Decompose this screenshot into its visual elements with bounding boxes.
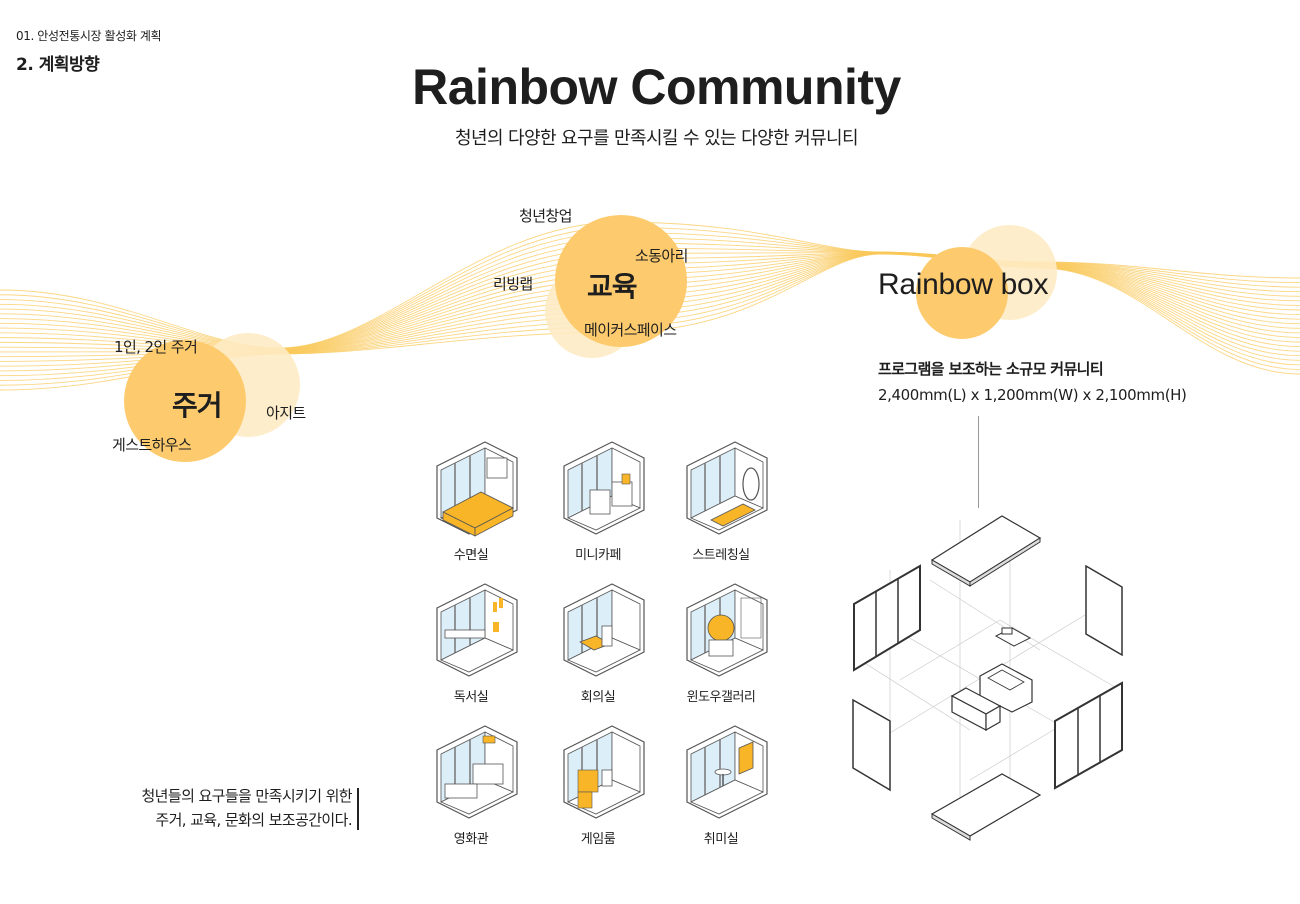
- armchair-seat: [987, 669, 1025, 691]
- room-label: 미니카페: [575, 548, 621, 563]
- guide-line: [899, 619, 1001, 681]
- room-item: 독서실: [416, 582, 526, 705]
- rainbow-box-dimensions: 2,400mm(L) x 1,200mm(W) x 2,100mm(H): [878, 386, 1187, 404]
- room-label: 독서실: [453, 690, 489, 705]
- housing-label-1: 1인, 2인 주거: [114, 338, 198, 356]
- exploded-isometric-box: [852, 515, 1123, 841]
- cinema-icon: [436, 725, 518, 819]
- breadcrumb: 01. 안성전통시장 활성화 계획: [16, 29, 162, 43]
- hobby-room-icon: [686, 725, 768, 819]
- education-label-4: 메이커스페이스: [584, 321, 677, 339]
- mini-cafe-icon: [563, 441, 645, 535]
- guide-line: [869, 614, 1086, 746]
- note-line-2: 주거, 교육, 문화의 보조공간이다.: [155, 811, 352, 829]
- connector-line: [978, 416, 979, 508]
- game-room-icon: [563, 725, 645, 819]
- stretching-room-icon: [686, 441, 768, 535]
- room-item: 스트레칭실: [666, 440, 776, 563]
- room-label: 수면실: [453, 548, 489, 563]
- ceiling-edge: [969, 537, 1041, 587]
- room-item: 게임룸: [543, 724, 653, 847]
- bedroom-icon: [436, 441, 518, 537]
- room-item: 미니카페: [543, 440, 653, 563]
- right-window-wall: [1054, 681, 1123, 790]
- education-label-3: 리빙랩: [493, 275, 533, 293]
- ottoman-side: [985, 704, 1001, 732]
- room-label: 스트레칭실: [692, 548, 750, 563]
- projector: [1001, 627, 1013, 635]
- education-label-2: 소동아리: [635, 247, 688, 265]
- room-item: 취미실: [666, 724, 776, 847]
- room-label: 윈도우갤러리: [686, 690, 756, 705]
- room-item: 수면실: [416, 440, 526, 563]
- room-label: 영화관: [453, 832, 489, 847]
- floor-edge: [931, 813, 971, 841]
- note-line-1: 청년들의 요구들을 만족시키기 위한: [141, 787, 352, 805]
- room-label: 게임룸: [580, 832, 616, 847]
- housing-main-label: 주거: [172, 389, 223, 422]
- left-wall: [852, 698, 891, 792]
- housing-label-3: 게스트하우스: [112, 436, 192, 454]
- housing-bubble: [124, 340, 246, 462]
- education-bubble: [555, 215, 687, 347]
- room-label: 회의실: [580, 690, 616, 705]
- rainbow-box-bubble: [916, 247, 1008, 339]
- room-item: 윈도우갤러리: [666, 582, 776, 705]
- meeting-room-icon: [563, 583, 645, 677]
- note-text: 청년들의 요구들을 만족시키기 위한 주거, 교육, 문화의 보조공간이다.: [100, 784, 352, 832]
- guide-line: [859, 659, 971, 731]
- note-bar: [357, 788, 359, 830]
- guide-line: [999, 619, 1121, 691]
- education-main-label: 교육: [587, 270, 638, 303]
- projector-shelf: [994, 627, 1032, 647]
- rainbow-box-description: 프로그램을 보조하는 소규모 커뮤니티: [878, 360, 1104, 378]
- room-label: 취미실: [703, 832, 739, 847]
- reading-room-icon: [436, 583, 518, 677]
- education-label-1: 청년창업: [519, 207, 572, 225]
- room-item: 영화관: [416, 724, 526, 847]
- page-subtitle: 청년의 다양한 요구를 만족시킬 수 있는 다양한 커뮤니티: [455, 128, 859, 149]
- right-wall: [1085, 564, 1123, 657]
- rainbow-box-title: Rainbow box: [878, 268, 1049, 301]
- room-item: 회의실: [543, 582, 653, 705]
- section-title: 2. 계획방향: [16, 55, 100, 75]
- page-title: Rainbow Community: [412, 59, 901, 115]
- window-gallery-icon: [686, 583, 768, 677]
- housing-label-2: 아지트: [266, 404, 306, 422]
- left-window-wall: [853, 564, 921, 672]
